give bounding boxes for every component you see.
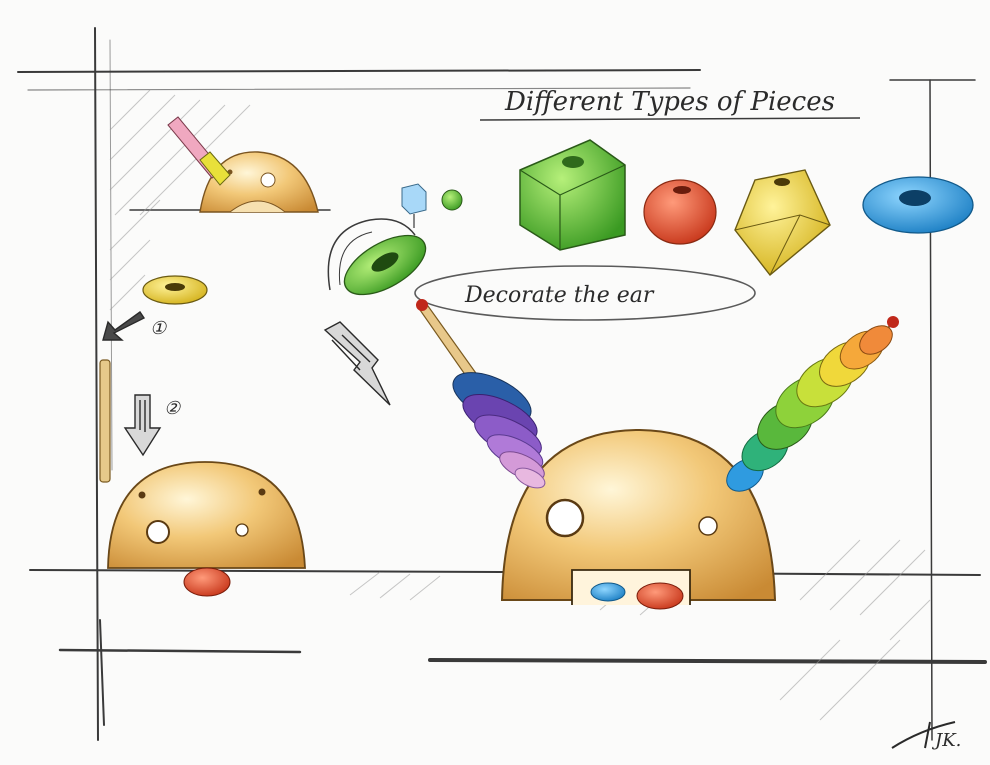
step-mark-one: ① [150,318,167,339]
signature-text: JK. [931,730,961,751]
arrow-down-right [325,322,390,405]
yellow-ring-piece-left [143,276,207,304]
arrow-step-two [125,395,160,455]
tiny-cube-and-ball [402,184,462,228]
dome-right [502,430,775,609]
yellow-pyramid-piece [735,170,830,275]
sketch-heading: Different Types of Pieces [504,87,835,117]
wooden-stick-left [100,360,110,482]
ear-stack-right [721,316,899,498]
signature-mark: JK. [892,722,961,751]
heading-underline [480,118,860,120]
small-pencil [168,117,230,185]
green-ring-motion [328,219,435,307]
blue-ring-piece [863,177,973,233]
step-mark-two: ② [164,398,181,419]
callout-text: Decorate the ear [464,283,655,308]
green-cube-piece [520,140,625,250]
dome-left [108,462,305,596]
red-round-bead-piece [644,180,716,244]
ear-stack-left [416,299,548,492]
arrow-step-one [103,312,144,340]
